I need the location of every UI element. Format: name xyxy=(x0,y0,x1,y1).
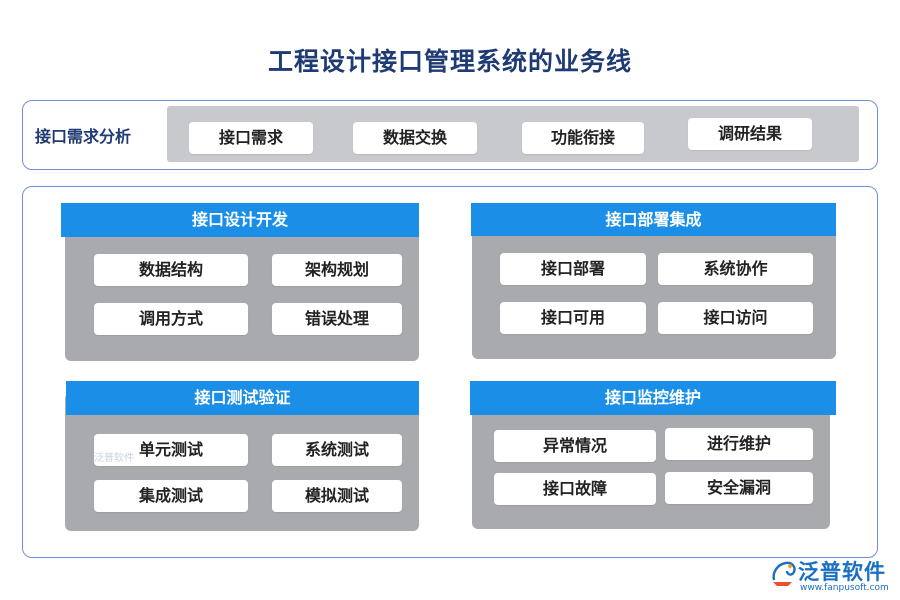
logo-name: 泛普软件 xyxy=(798,560,886,584)
block-design xyxy=(65,215,419,361)
block-monitor-item: 异常情况 xyxy=(494,430,656,462)
block-deploy-item: 系统协作 xyxy=(658,253,813,285)
block-deploy-header: 接口部署集成 xyxy=(471,203,836,236)
block-design-item: 架构规划 xyxy=(272,254,402,286)
block-test-item: 模拟测试 xyxy=(272,480,402,512)
watermark: 泛普软件 xyxy=(94,453,134,464)
block-monitor-item: 接口故障 xyxy=(494,473,656,505)
block-deploy-item: 接口部署 xyxy=(500,253,646,285)
block-test-item: 单元测试 xyxy=(94,434,248,466)
block-design-item: 错误处理 xyxy=(272,303,402,335)
fanpu-logo: 泛普软件 www.fanpusoft.com xyxy=(770,556,892,596)
requirement-item: 功能衔接 xyxy=(522,122,644,154)
requirement-item: 调研结果 xyxy=(688,118,812,150)
requirement-bar: 接口需求 数据交换 功能衔接 调研结果 xyxy=(167,106,859,162)
block-deploy-item: 接口访问 xyxy=(658,302,813,334)
block-monitor-header: 接口监控维护 xyxy=(470,381,836,415)
block-design-item: 调用方式 xyxy=(94,303,248,335)
block-test-header: 接口测试验证 xyxy=(66,381,419,415)
block-deploy xyxy=(472,215,836,359)
requirement-item: 接口需求 xyxy=(189,122,313,154)
block-design-header: 接口设计开发 xyxy=(61,203,419,237)
block-monitor-item: 进行维护 xyxy=(665,428,813,460)
fanpu-logo-icon xyxy=(772,561,796,586)
requirement-label: 接口需求分析 xyxy=(35,127,132,146)
block-design-item: 数据结构 xyxy=(94,254,248,286)
block-monitor-item: 安全漏洞 xyxy=(665,472,813,504)
block-deploy-item: 接口可用 xyxy=(500,302,646,334)
requirement-panel: 接口需求分析 接口需求 数据交换 功能衔接 调研结果 xyxy=(22,100,878,170)
logo-url: www.fanpusoft.com xyxy=(800,583,889,593)
diagram-title: 工程设计接口管理系统的业务线 xyxy=(267,47,632,76)
block-test-item: 系统测试 xyxy=(272,434,402,466)
block-test-item: 集成测试 xyxy=(94,480,248,512)
requirement-item: 数据交换 xyxy=(353,122,477,154)
